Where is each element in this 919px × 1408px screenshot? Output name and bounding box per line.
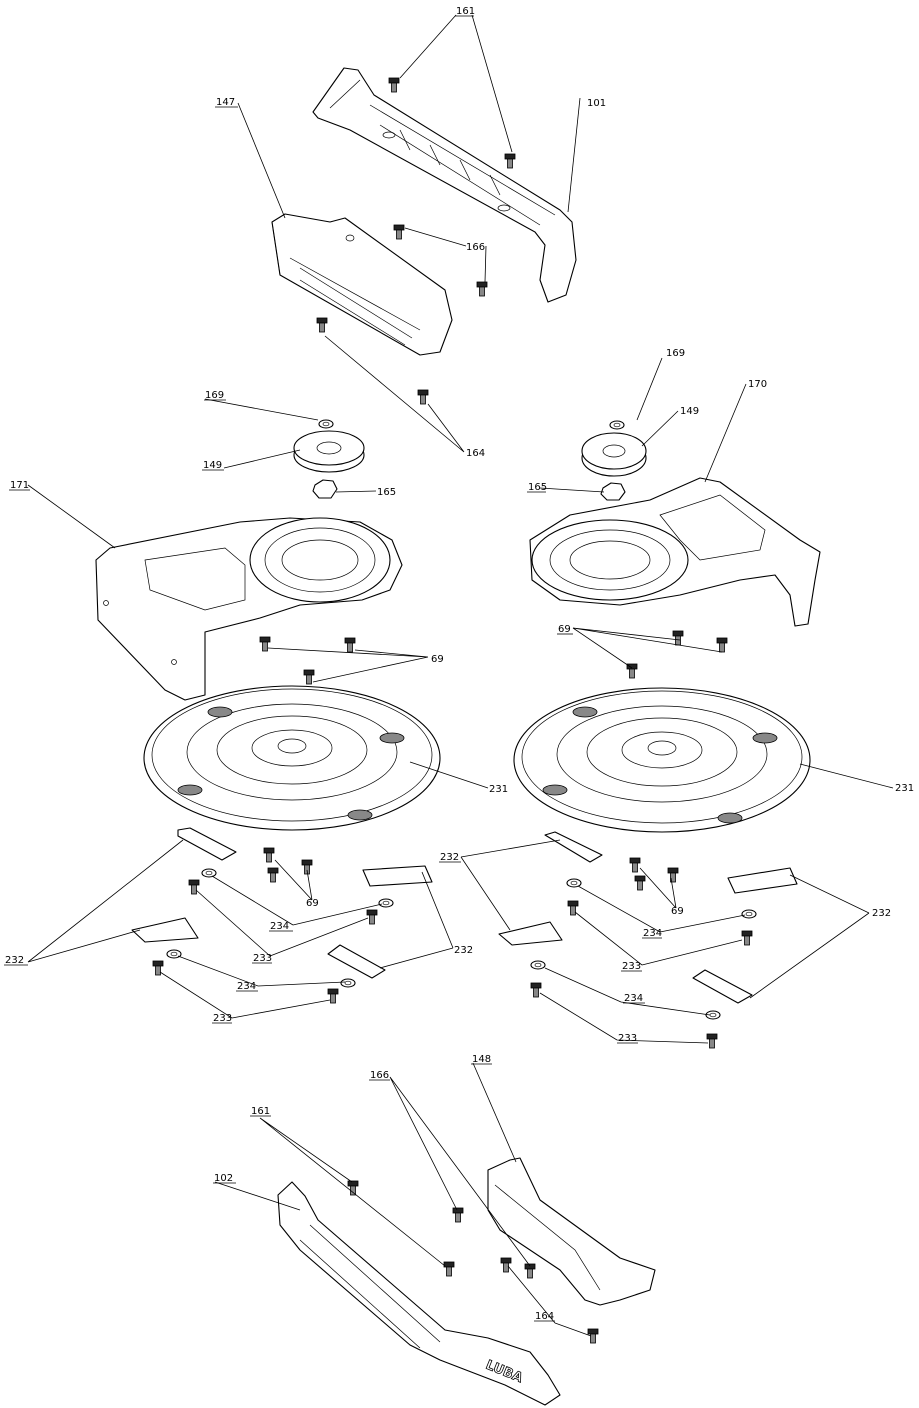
label-166-top: 166 xyxy=(466,242,485,253)
part-231-disc-right xyxy=(513,687,811,833)
hardware-nuts xyxy=(312,479,626,501)
label-165-left: 165 xyxy=(377,487,396,498)
part-148-tray xyxy=(487,1157,656,1306)
label-102: 102 xyxy=(214,1173,233,1184)
label-69-left: 69 xyxy=(431,654,444,665)
part-232-blades xyxy=(131,827,798,1004)
label-149-right: 149 xyxy=(680,406,699,417)
label-165-right: 165 xyxy=(528,482,547,493)
part-101-bracket xyxy=(312,67,577,303)
leader-lines xyxy=(27,14,894,1337)
part-147-tray xyxy=(271,213,453,356)
label-233-right-a: 233 xyxy=(622,961,641,972)
label-232-right-a: 232 xyxy=(440,852,459,863)
label-169-left: 169 xyxy=(205,390,224,401)
label-69-right: 69 xyxy=(558,624,571,635)
label-149-left: 149 xyxy=(203,460,222,471)
label-164-top: 164 xyxy=(466,448,485,459)
part-149-hub-left xyxy=(293,430,365,473)
part-171-housing xyxy=(95,517,403,701)
label-161-bottom: 161 xyxy=(251,1106,270,1117)
label-171: 171 xyxy=(10,480,29,491)
label-234-right-b: 234 xyxy=(624,993,643,1004)
label-234-left-a: 234 xyxy=(270,921,289,932)
callout-labels: 161 101 147 166 164 169 149 165 171 69 2… xyxy=(4,6,914,1322)
label-232-left-a: 232 xyxy=(5,955,24,966)
label-231-right: 231 xyxy=(895,783,914,794)
label-233-left-a: 233 xyxy=(253,953,272,964)
part-231-disc-left xyxy=(143,685,441,831)
label-232-right-b: 232 xyxy=(872,908,891,919)
part-170-housing xyxy=(529,477,821,627)
label-233-right-b: 233 xyxy=(618,1033,637,1044)
part-149-hub-right xyxy=(581,432,647,477)
label-233-left-b: 233 xyxy=(213,1013,232,1024)
label-147: 147 xyxy=(216,97,235,108)
label-164-bottom: 164 xyxy=(535,1311,554,1322)
label-101: 101 xyxy=(587,98,606,109)
label-170: 170 xyxy=(748,379,767,390)
label-234-right-a: 234 xyxy=(643,928,662,939)
label-169-right: 169 xyxy=(666,348,685,359)
label-166-bottom: 166 xyxy=(370,1070,389,1081)
label-148: 148 xyxy=(472,1054,491,1065)
label-69-low-right: 69 xyxy=(671,906,684,917)
label-231-left: 231 xyxy=(489,784,508,795)
part-102-bracket xyxy=(277,1181,561,1406)
label-232-left-b: 232 xyxy=(454,945,473,956)
label-69-low-left: 69 xyxy=(306,898,319,909)
label-161-top: 161 xyxy=(456,6,475,17)
label-234-left-b: 234 xyxy=(237,981,256,992)
